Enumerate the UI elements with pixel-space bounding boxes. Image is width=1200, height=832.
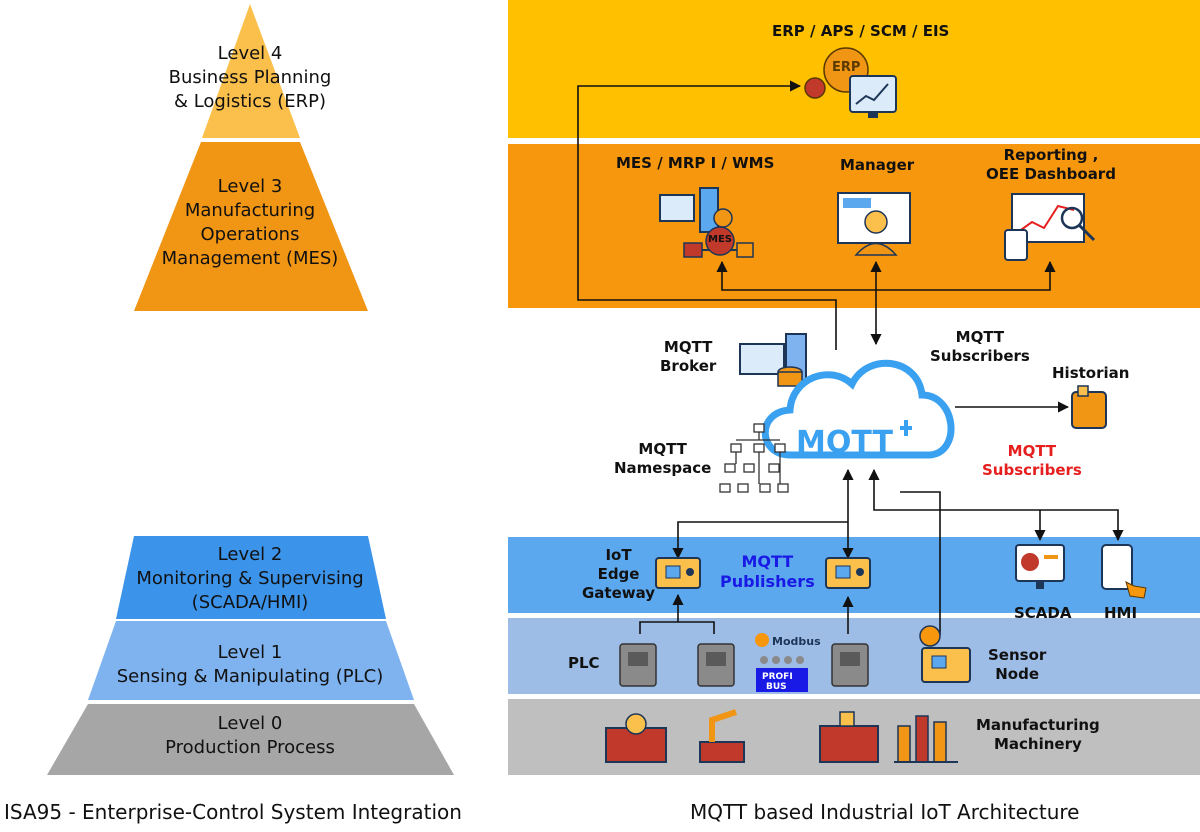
modbus-logo: Modbus <box>755 633 821 664</box>
plc-icon-3 <box>831 643 869 687</box>
reporting-label: Reporting ,OEE Dashboard <box>986 146 1116 183</box>
plc-gateway-connector <box>639 595 715 634</box>
erp-label: ERP / APS / SCM / EIS <box>772 22 950 40</box>
plc-label: PLC <box>568 654 600 672</box>
erp-connector <box>577 80 837 350</box>
scada-label: SCADA <box>1014 604 1072 622</box>
machinery-icon-1 <box>605 713 667 763</box>
sensor-connector <box>900 491 941 635</box>
plc-icon-2 <box>697 643 735 687</box>
mqtt-cloud: MQTT <box>761 359 955 460</box>
gateway-publisher-connector <box>672 521 848 560</box>
mes-report-connector <box>716 260 1056 291</box>
architecture-caption: MQTT based Industrial IoT Architecture <box>690 800 1080 824</box>
machinery-icon-3 <box>819 711 879 763</box>
manager-label: Manager <box>840 156 915 174</box>
historian-label: Historian <box>1052 364 1130 382</box>
reporting-icon <box>1004 193 1096 261</box>
profibus-logo: PROFI BUS <box>756 668 808 692</box>
pyramid-level0 <box>47 704 454 775</box>
mes-label: MES / MRP I / WMS <box>616 154 775 172</box>
pyramid-level2 <box>116 536 386 619</box>
plc-icon-1 <box>619 643 657 687</box>
manager-icon <box>837 192 911 256</box>
pyramid-level4 <box>202 4 300 138</box>
svg-text:PROFI: PROFI <box>762 672 793 682</box>
scada-icon <box>1015 544 1065 589</box>
pyramid-level3 <box>134 142 368 311</box>
hmi-icon <box>1101 544 1147 599</box>
sensor-node-icon <box>919 625 971 683</box>
erp-icon-text: ERP <box>832 60 861 75</box>
scada-hmi-connector <box>868 468 1124 542</box>
namespace-icon <box>719 423 789 493</box>
isa95-caption: ISA95 - Enterprise-Control System Integr… <box>4 800 462 824</box>
machinery-icon-2 <box>699 709 745 763</box>
pyramid-level1 <box>88 621 414 700</box>
mes-icon-text: MES <box>708 234 732 245</box>
hmi-label: HMI <box>1104 604 1138 622</box>
gateway-board-icon <box>655 557 701 589</box>
machinery-icon-4 <box>894 715 958 763</box>
erp-icon <box>804 47 897 118</box>
broker-icon <box>739 333 807 387</box>
svg-text:Modbus: Modbus <box>772 635 821 648</box>
cloud-text: MQTT <box>796 425 894 460</box>
svg-text:BUS: BUS <box>766 682 787 692</box>
mes-icon <box>659 187 754 258</box>
publisher-board-icon <box>825 557 871 589</box>
historian-icon <box>1071 385 1107 429</box>
